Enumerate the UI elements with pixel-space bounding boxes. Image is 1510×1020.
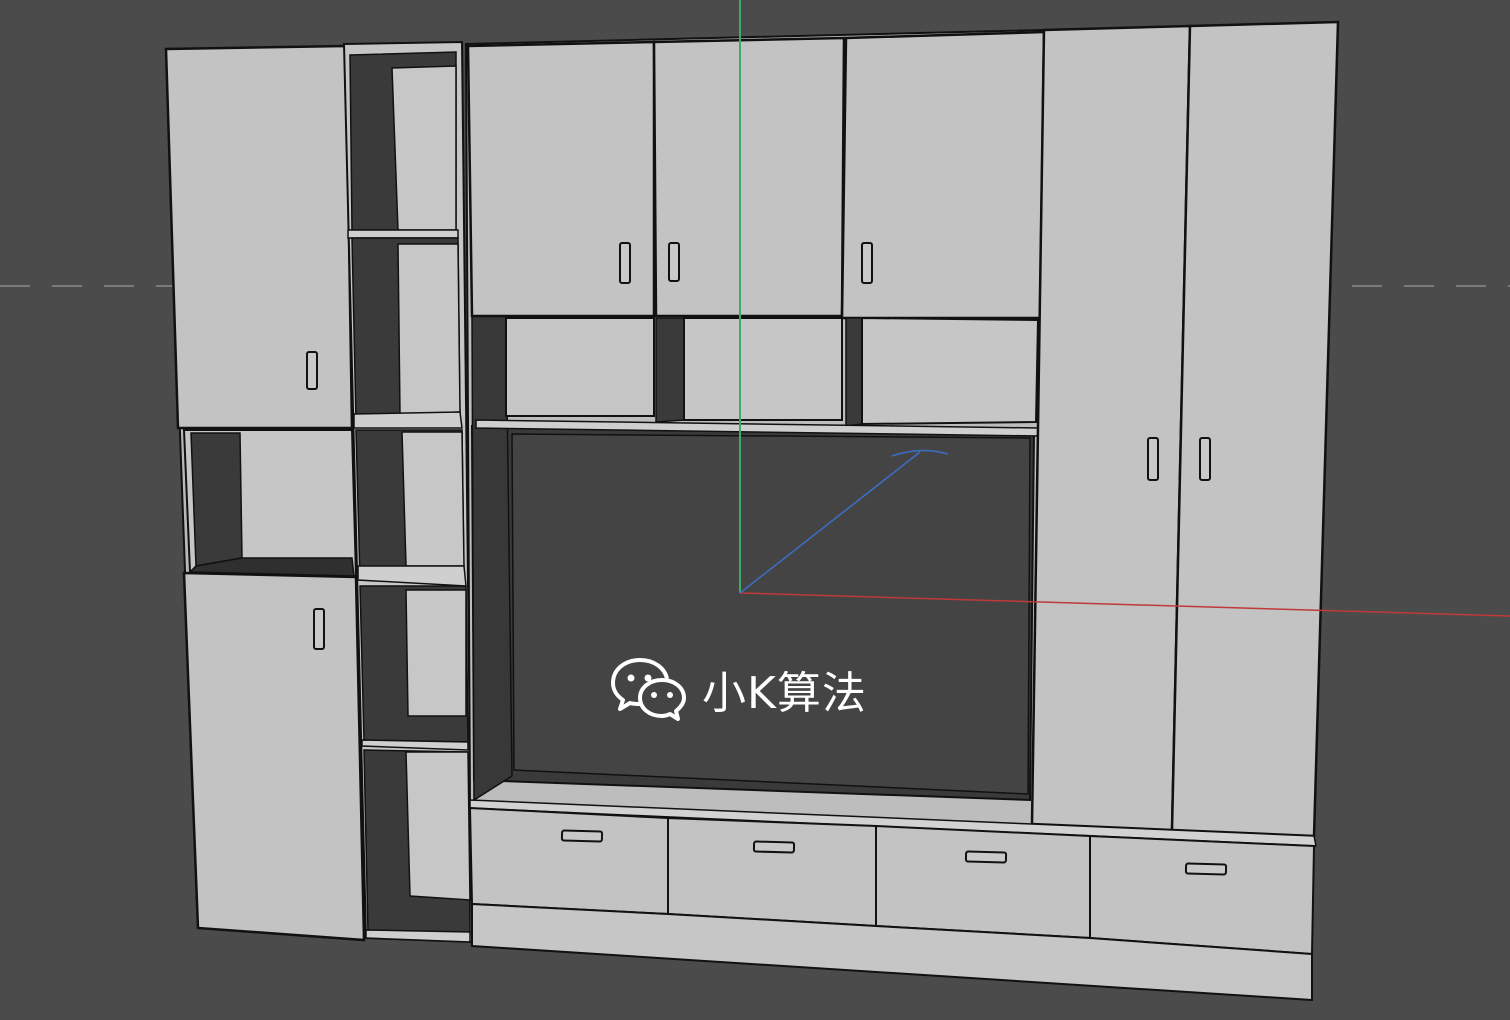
upper-door-1-handle	[619, 242, 631, 284]
upper-door-3-handle	[861, 242, 873, 284]
z-axis-arc	[891, 449, 949, 457]
shelf-board-1	[347, 229, 459, 239]
drawer-4-handle	[1184, 862, 1228, 876]
right-wardrobe-door-right[interactable]	[1170, 20, 1340, 838]
drawer-2-handle	[752, 840, 796, 854]
upper-door-1[interactable]	[466, 40, 656, 318]
middle-niche-1	[505, 317, 655, 417]
base-top-surface	[469, 799, 1317, 847]
base-plinth	[471, 902, 1313, 1002]
watermark-text: 小K算法	[702, 668, 867, 719]
drawer-1-handle	[560, 829, 604, 843]
shelf-board-2	[353, 411, 463, 429]
middle-niche-3	[861, 316, 1040, 426]
drawer-2[interactable]	[667, 816, 877, 928]
left-upper-door-handle	[306, 351, 318, 390]
drawer-3-handle	[964, 850, 1008, 864]
drawer-1[interactable]	[468, 806, 669, 916]
left-niche-floor	[188, 557, 355, 577]
shelf-cavity-2-back	[397, 243, 461, 415]
watermark: 小K算法	[610, 654, 867, 724]
wechat-icon	[611, 658, 686, 721]
shelf-cavity-1-back	[391, 65, 457, 231]
upper-door-2[interactable]	[652, 36, 846, 318]
middle-niche-2	[683, 317, 843, 421]
middle-niche-2-dark	[655, 317, 685, 423]
drawer-3[interactable]	[875, 824, 1091, 940]
right-wardrobe-handle-right	[1199, 437, 1211, 481]
shelf-cavity-5-back	[405, 751, 471, 901]
z-axis-line	[739, 451, 921, 594]
middle-niche-3-dark	[845, 317, 863, 427]
left-lower-door-handle	[313, 608, 325, 650]
left-niche-cavity-back	[190, 432, 243, 567]
shelf-cavity-4-back	[405, 589, 467, 717]
x-axis-line	[739, 592, 1510, 617]
upper-door-2-handle	[668, 242, 680, 282]
left-lower-door[interactable]	[182, 571, 366, 942]
shelf-bottom-board	[365, 929, 471, 943]
shelf-board-4	[361, 739, 469, 751]
shelf-cavity-3-back	[401, 431, 465, 567]
left-upper-door[interactable]	[164, 44, 354, 430]
right-wardrobe-handle-left	[1147, 437, 1159, 481]
tv-cavity-back	[511, 433, 1031, 795]
right-wardrobe-door-left[interactable]	[1030, 24, 1192, 832]
drawer-4[interactable]	[1089, 834, 1316, 956]
